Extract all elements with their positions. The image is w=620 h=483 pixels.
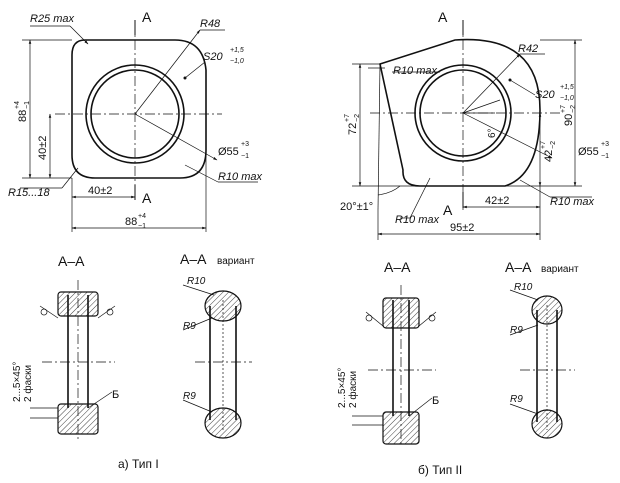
type1-dim88v-up: +4 bbox=[14, 101, 21, 109]
type1-dim88v-label: 88 bbox=[17, 110, 29, 122]
type2-r10-bottom-label: R10 max bbox=[395, 214, 440, 226]
type2-dim95-label: 95±2 bbox=[450, 222, 474, 234]
type2-dim42v-label: 42 bbox=[543, 150, 555, 162]
type1-r15-label: R15...18 bbox=[8, 187, 50, 199]
type1-section-mark-bottom: А bbox=[142, 190, 152, 206]
type2-r10-label: R10 bbox=[514, 282, 533, 293]
type2-s20-tol-dn: −1,0 bbox=[560, 95, 574, 102]
type2-dim90v-label: 90 bbox=[563, 114, 575, 126]
type1-dim40v-label: 40±2 bbox=[37, 136, 49, 160]
type2-r42-label: R42 bbox=[518, 43, 538, 55]
type2-section-mark-top: А bbox=[438, 9, 448, 25]
type1-chamfer-label: 2...5×45° bbox=[12, 362, 23, 402]
type1-aa-variant-label: А–А bbox=[180, 251, 207, 267]
type1-caption: а) Тип I bbox=[118, 457, 159, 471]
type2-chamfer-label: 2...5×45° bbox=[337, 368, 348, 408]
type1-b-mark: Б bbox=[112, 389, 119, 401]
type2-r10-right-label: R10 max bbox=[550, 196, 595, 208]
type2-dim72v-up: +7 bbox=[344, 114, 351, 122]
type1-dia55-label: Ø55 bbox=[218, 146, 239, 158]
type1-dia55-dn: −1 bbox=[241, 153, 249, 160]
type2-r9-bottom-label: R9 bbox=[510, 394, 523, 405]
type1-plan-view bbox=[20, 20, 258, 232]
type2-caption: б) Тип II bbox=[418, 463, 462, 477]
type2-aa-variant-label: А–А bbox=[505, 259, 532, 275]
type1-dim40h-label: 40±2 bbox=[88, 185, 112, 197]
type1-dim88w-label: 88 bbox=[125, 216, 137, 228]
type2-dia55-up: +3 bbox=[601, 141, 609, 148]
type1-s20-label: S20 bbox=[203, 51, 223, 63]
type2-s20-tol-up: +1,5 bbox=[560, 84, 574, 91]
type2-dia55-label: Ø55 bbox=[578, 146, 599, 158]
type1-dim88w-dn: −1 bbox=[138, 223, 146, 230]
type1-r25-label: R25 max bbox=[30, 13, 75, 25]
type2-dim72v-dn: −2 bbox=[354, 114, 361, 122]
type2-angle20-label: 20°±1° bbox=[340, 201, 373, 213]
type2-dim42h-label: 42±2 bbox=[485, 195, 509, 207]
type2-dim42v-dn: −2 bbox=[550, 141, 557, 149]
type1-dim88w-up: +4 bbox=[138, 213, 146, 220]
type2-dim90v-up: +7 bbox=[560, 105, 567, 113]
type1-dim88v-dn: −1 bbox=[24, 101, 31, 109]
type2-r9-top-label: R9 bbox=[510, 325, 523, 336]
type1-s20-tol-dn: −1,0 bbox=[230, 58, 244, 65]
type1-section-variant bbox=[182, 284, 252, 439]
type2-variant-word: вариант bbox=[541, 264, 579, 275]
type1-aa-label: А–А bbox=[58, 253, 85, 269]
type1-section-mark-top: А bbox=[142, 9, 152, 25]
type2-dim42v-up: +7 bbox=[540, 141, 547, 149]
type2-section-aa bbox=[352, 285, 437, 445]
type2-plan-view bbox=[352, 20, 592, 240]
type1-r10-label: R10 max bbox=[218, 171, 263, 183]
type1-dia55-up: +3 bbox=[241, 141, 249, 148]
type2-section-variant bbox=[509, 289, 575, 439]
type2-dim90v-dn: −2 bbox=[570, 105, 577, 113]
type1-variant-word: вариант bbox=[217, 256, 255, 267]
type1-s20-tol-up: +1,5 bbox=[230, 47, 244, 54]
type1-r9-bottom-label: R9 bbox=[183, 391, 196, 402]
type1-r48-label: R48 bbox=[200, 18, 221, 30]
type2-dia55-dn: −1 bbox=[601, 153, 609, 160]
type2-dim72v-label: 72 bbox=[347, 123, 359, 135]
type2-r10-top-label: R10 max bbox=[393, 65, 438, 77]
type2-s20-label: S20 bbox=[535, 89, 555, 101]
type2-b-mark: Б bbox=[432, 395, 439, 407]
type1-r10-label: R10 bbox=[187, 276, 206, 287]
type1-chamfer-note: 2 фаски bbox=[22, 365, 34, 402]
type1-section-aa bbox=[30, 280, 116, 440]
type2-section-mark-bottom: А bbox=[443, 202, 453, 218]
type2-chamfer-note: 2 фаски bbox=[347, 371, 359, 408]
type1-r9-top-label: R9 bbox=[183, 321, 196, 332]
type2-aa-label: А–А bbox=[384, 259, 411, 275]
type2-angle6-label: 6° bbox=[487, 128, 498, 138]
